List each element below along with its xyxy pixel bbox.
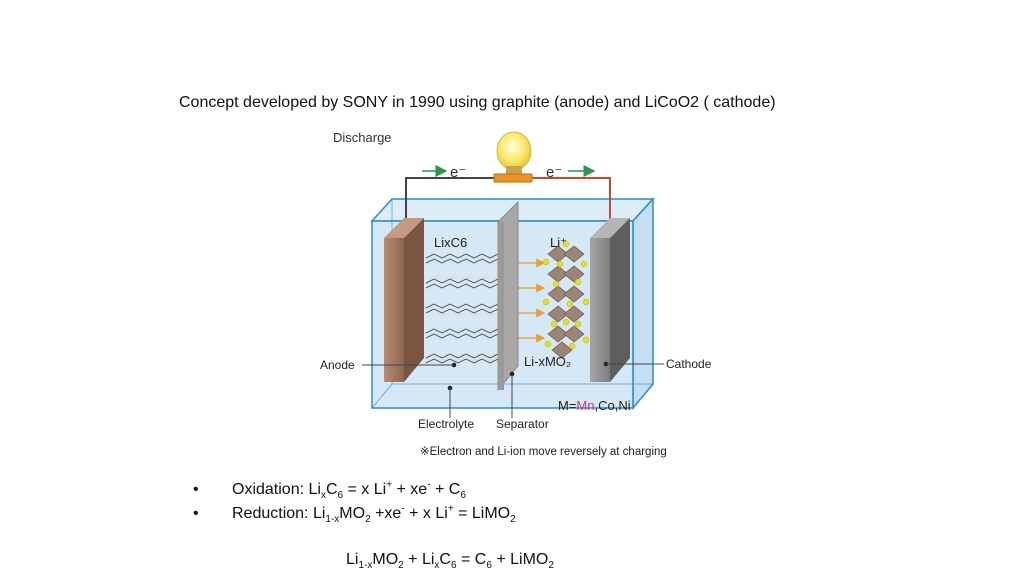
separator-label: Separator <box>496 417 549 431</box>
callout-lines <box>362 361 664 418</box>
electron-label-right: e⁻ <box>546 164 562 181</box>
li-ion-label: Li⁺ <box>550 235 567 250</box>
cathode-label: Cathode <box>666 357 712 371</box>
separator-plate <box>497 200 519 392</box>
anode-material-label: LixC6 <box>434 235 467 250</box>
discharge-title: Discharge <box>333 130 392 145</box>
overall-equation: Li1-xMO2 + LixC6 = C6 + LiMO2 <box>346 551 554 572</box>
slide-heading: Concept developed by SONY in 1990 using … <box>179 94 776 111</box>
graphite-layers <box>425 253 507 364</box>
anode-wire <box>405 177 496 224</box>
metals-label: M=Mn,Co,Ni <box>558 398 631 413</box>
light-bulb-icon <box>493 131 533 183</box>
bullet: • <box>193 481 199 498</box>
reduction-equation: Reduction: Li1-xMO2 +xe- + x Li+ = LiMO2 <box>232 503 516 526</box>
charging-note: ※Electron and Li-ion move reversely at c… <box>420 446 667 458</box>
electron-label-left: e⁻ <box>450 164 466 181</box>
anode-plate <box>384 218 424 382</box>
cathode-plate <box>590 218 630 382</box>
battery-diagram: Discharge e⁻ e⁻ <box>320 126 716 462</box>
electrolyte-label: Electrolyte <box>418 417 474 431</box>
cathode-lattice <box>542 240 590 359</box>
anode-label: Anode <box>320 358 355 372</box>
bullet: • <box>193 505 199 522</box>
cathode-material-label: Li-xMO₂ <box>524 354 571 369</box>
cathode-wire <box>532 177 611 226</box>
oxidation-equation: Oxidation: LixC6 = x Li+ + xe- + C6 <box>232 479 466 502</box>
